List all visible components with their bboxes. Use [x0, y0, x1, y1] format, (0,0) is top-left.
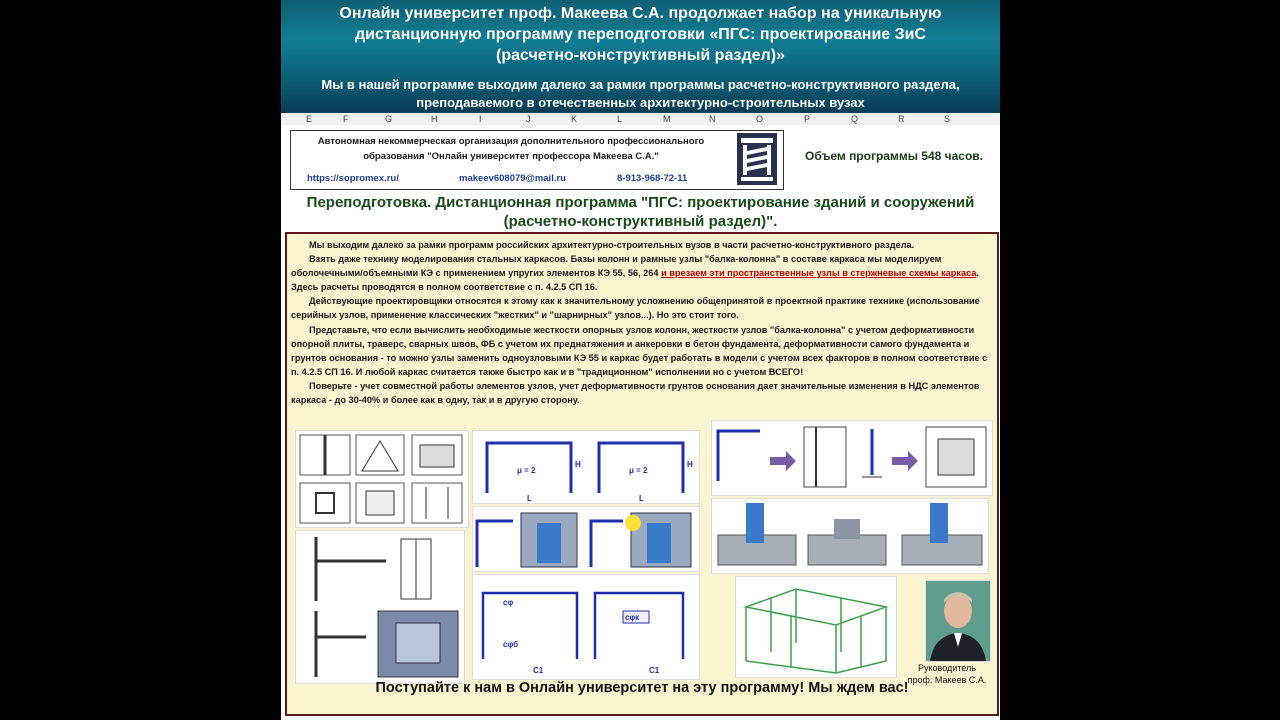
- paragraph-text: Взять даже технику моделирования стальны…: [291, 254, 942, 279]
- program-title: Переподготовка. Дистанционная программа …: [291, 193, 990, 231]
- joint-3d-models: [472, 506, 700, 572]
- banner-subtitle: Мы в нашей программе выходим далеко за р…: [291, 76, 990, 112]
- banner-title-line: Онлайн университет проф. Макеева С.А. пр…: [339, 5, 942, 22]
- stiffness-label: cφк: [625, 613, 640, 622]
- column-letter: E: [306, 114, 313, 124]
- site-link[interactable]: https://sopromex.ru/: [307, 173, 399, 184]
- spring-label: C1: [649, 666, 660, 675]
- paragraph: Поверьте - учет совместной работы элемен…: [291, 380, 980, 406]
- university-logo-icon: [737, 133, 777, 185]
- column-letter: G: [385, 114, 393, 124]
- length-label: L: [639, 494, 644, 503]
- program-description-box: Мы выходим далеко за рамки программ росс…: [285, 232, 999, 716]
- column-base-3d-models: [711, 498, 989, 574]
- column-letter: P: [804, 114, 811, 124]
- height-label: H: [687, 460, 693, 469]
- organization-box: Автономная некоммерческая организация до…: [290, 130, 784, 190]
- column-letter: N: [709, 114, 716, 124]
- joint-transformation-diagram: [711, 420, 993, 496]
- column-letter: L: [617, 114, 623, 124]
- program-title-line: Переподготовка. Дистанционная программа …: [306, 194, 975, 211]
- column-letter: K: [571, 114, 578, 124]
- header-banner: Онлайн университет проф. Макеева С.А. пр…: [281, 0, 1000, 113]
- column-letter: F: [343, 114, 349, 124]
- banner-title-line: дистанционную программу переподготовки «…: [354, 26, 927, 43]
- column-letter: S: [944, 114, 951, 124]
- column-base-drawings: [295, 430, 469, 528]
- banner-subtitle-line: преподаваемого в отечественных архитекту…: [416, 95, 865, 110]
- banner-title: Онлайн университет проф. Макеева С.А. пр…: [291, 3, 990, 66]
- elastic-support-frames: cφ cφб C1 cφк C1: [472, 574, 700, 680]
- highlighted-text: и врезаем эти пространственные узлы в ст…: [661, 268, 977, 279]
- org-name-line: образования "Онлайн университет профессо…: [363, 151, 659, 162]
- column-letter: H: [431, 114, 438, 124]
- column-letter: O: [756, 114, 764, 124]
- frame-scheme-drawings: μ = 2 H L μ = 2 H L: [472, 430, 700, 504]
- column-letter: I: [479, 114, 482, 124]
- column-letter: J: [526, 114, 531, 124]
- paragraph: Взять даже технику моделирования стальны…: [291, 252, 991, 294]
- beam-column-joint-drawings: [295, 530, 465, 684]
- column-letter: R: [898, 114, 905, 124]
- mu-label: μ = 2: [629, 466, 648, 475]
- description-text: Мы выходим далеко за рамки программ росс…: [291, 238, 991, 407]
- banner-subtitle-line: Мы в нашей программе выходим далеко за р…: [321, 77, 960, 92]
- column-letter: M: [663, 114, 671, 124]
- slide-frame: Онлайн университет проф. Макеева С.А. пр…: [281, 0, 1000, 720]
- phone-number: 8-913-968-72-11: [617, 173, 688, 184]
- leader-name: проф. Макеев С.А.: [907, 675, 987, 685]
- org-name-line: Автономная некоммерческая организация до…: [317, 136, 705, 147]
- spatial-frame-model: [735, 576, 897, 678]
- mu-label: μ = 2: [517, 466, 536, 475]
- height-label: H: [575, 460, 581, 469]
- program-title-line: (расчетно-конструктивный раздел)".: [503, 213, 778, 230]
- spring-label: C1: [533, 666, 544, 675]
- leader-portrait: [925, 580, 991, 662]
- stiffness-label: cφб: [503, 640, 518, 649]
- paragraph: Представьте, что если вычислить необходи…: [291, 324, 988, 377]
- paragraph: Мы выходим далеко за рамки программ росс…: [309, 240, 915, 250]
- stiffness-label: cφ: [503, 598, 513, 607]
- leader-caption: Руководитель проф. Макеев С.А.: [896, 662, 998, 686]
- paragraph-text: . Здесь расчеты проводятся в полном соот…: [291, 268, 979, 293]
- program-volume: Объем программы 548 часов.: [805, 149, 984, 163]
- leader-role: Руководитель: [918, 663, 976, 673]
- email-link[interactable]: makeev608079@mail.ru: [459, 173, 566, 184]
- column-letter: Q: [851, 114, 859, 124]
- call-to-action: Поступайте к нам в Онлайн университет на…: [375, 680, 909, 696]
- banner-title-line: (расчетно-конструктивный раздел)»: [496, 47, 785, 64]
- length-label: L: [527, 494, 532, 503]
- paragraph: Действующие проектировщики относятся к э…: [291, 296, 980, 321]
- sheet-body: Автономная некоммерческая организация до…: [281, 125, 1000, 720]
